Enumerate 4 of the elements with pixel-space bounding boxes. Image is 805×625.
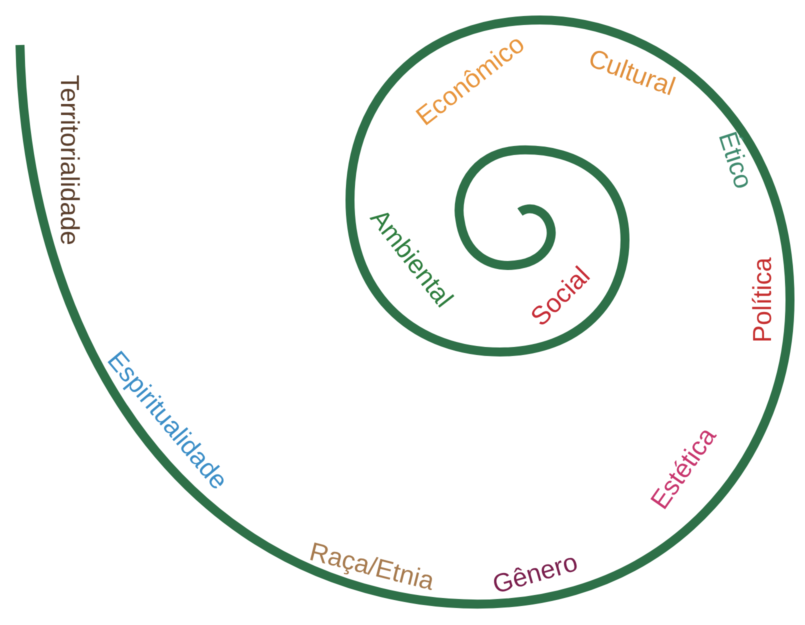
category-label: Política: [749, 257, 775, 343]
category-label: Ético: [714, 128, 758, 192]
category-label: Gênero: [490, 548, 580, 598]
category-label: Territorialidade: [57, 74, 83, 246]
